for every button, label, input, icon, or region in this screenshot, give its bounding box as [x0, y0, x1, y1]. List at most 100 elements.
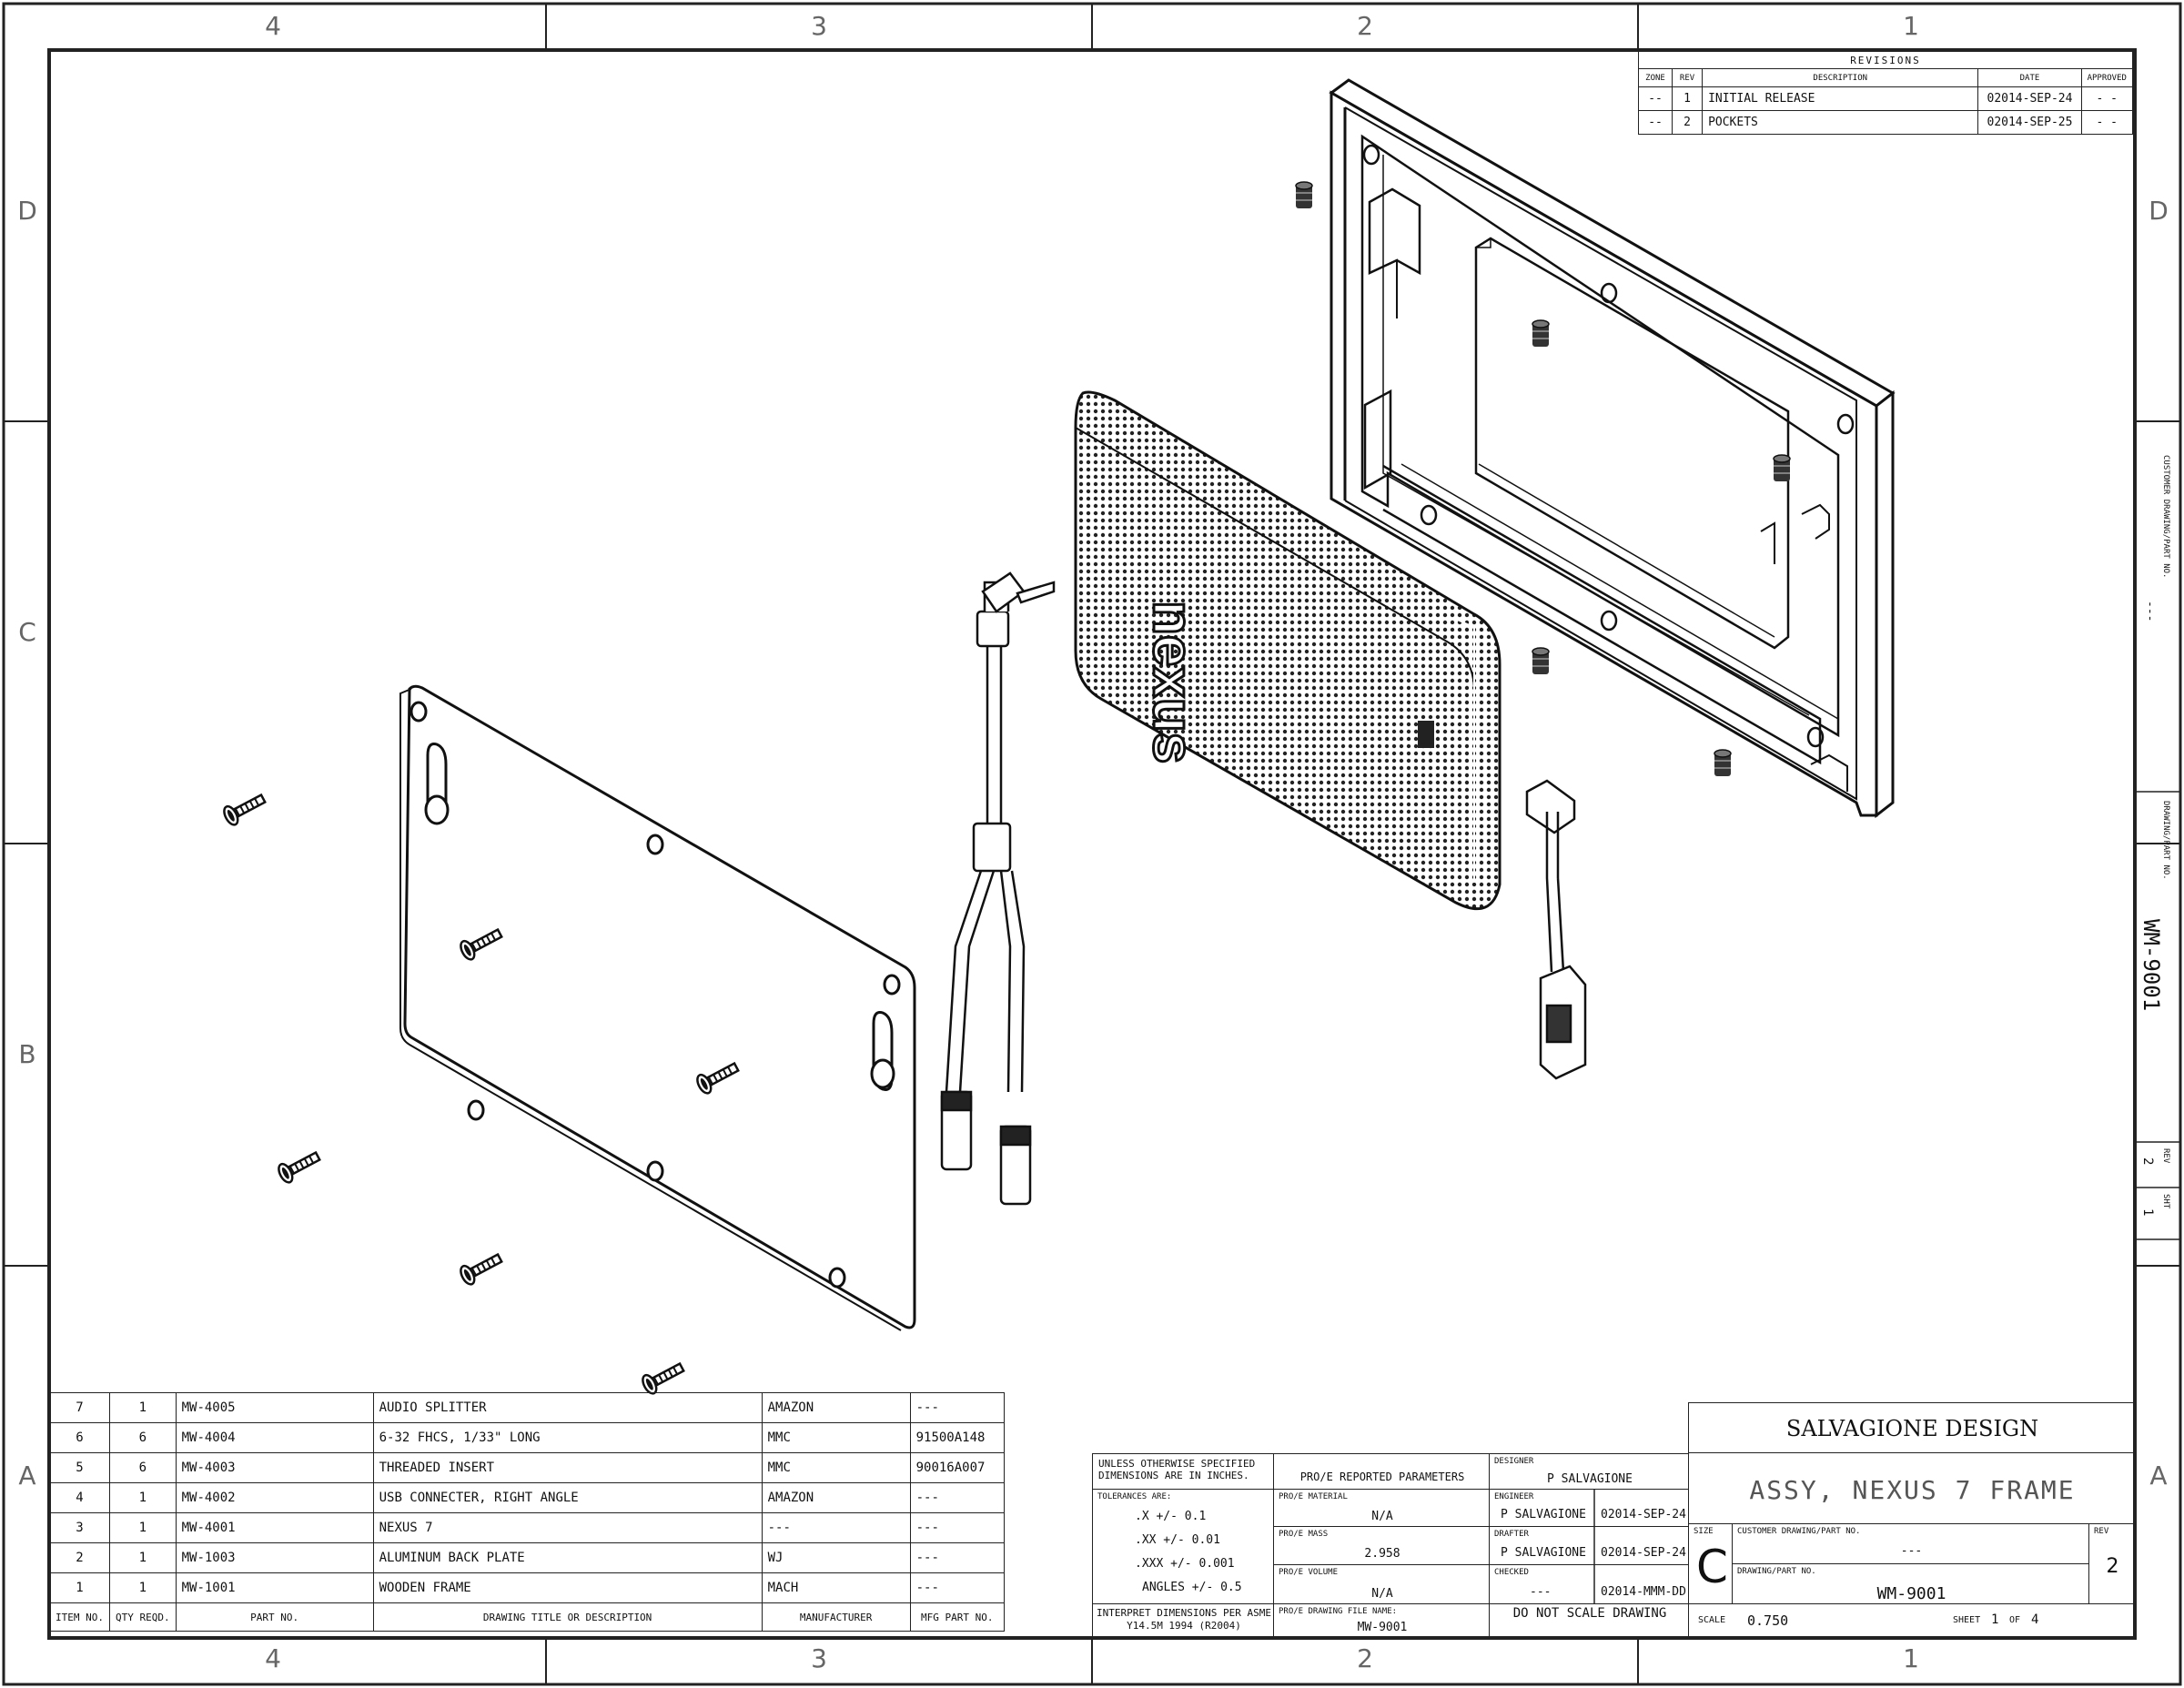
bom-part: MW-4005 [175, 1392, 374, 1423]
bom-item: 2 [49, 1542, 110, 1573]
bom-row: 2 1 MW-1003 ALUMINUM BACK PLATE WJ --- [49, 1542, 1006, 1573]
proe-params-cell: PRO/E REPORTED PARAMETERS [1273, 1453, 1490, 1490]
zone-col-2-bottom: 2 [1357, 1643, 1373, 1673]
rev-zone: -- [1637, 86, 1673, 111]
rev-header-description: DESCRIPTION [1702, 68, 1979, 87]
bom-mfg: --- [909, 1542, 1006, 1573]
file-value: MW-9001 [1357, 1621, 1408, 1634]
revision-row: -- 1 INITIAL RELEASE 02014-SEP-24 - - [1637, 86, 2134, 111]
scale-value: 0.750 [1747, 1612, 1789, 1629]
file-label: PRO/E DRAWING FILE NAME: [1279, 1607, 1398, 1616]
proe-params-text: PRO/E REPORTED PARAMETERS [1299, 1471, 1465, 1483]
bom-desc: THREADED INSERT [372, 1452, 763, 1483]
zone-col-4-bottom: 4 [265, 1643, 281, 1673]
rev-header-date: DATE [1977, 68, 2082, 87]
company-name: SALVAGIONE DESIGN [1785, 1416, 2039, 1441]
bom-row: 4 1 MW-4002 USB CONNECTER, RIGHT ANGLE A… [49, 1482, 1006, 1513]
company-cell: SALVAGIONE DESIGN [1688, 1402, 2135, 1453]
drafter-value: P SALVAGIONE [1501, 1546, 1586, 1560]
bom-desc: NEXUS 7 [372, 1512, 763, 1543]
bill-of-materials: 7 1 MW-4005 AUDIO SPLITTER AMAZON --- 6 … [49, 1392, 1006, 1632]
rev-header-rev: REV [1672, 68, 1704, 87]
bom-mfg: --- [909, 1572, 1006, 1603]
tol-xx: .XX +/- 0.01 [1135, 1533, 1220, 1547]
customer-part-label: CUSTOMER DRAWING/PART NO. [1737, 1527, 1861, 1536]
bom-header-qty: QTY REQD. [108, 1602, 177, 1632]
volume-cell: PRO/E VOLUME N/A [1273, 1564, 1490, 1604]
bom-part: MW-1001 [175, 1572, 374, 1603]
do-not-scale-text: DO NOT SCALE DRAWING [1512, 1606, 1667, 1621]
tolerances-cell: TOLERANCES ARE: .X +/- 0.1 .XX +/- 0.01 … [1092, 1489, 1274, 1604]
designer-label: DESIGNER [1494, 1457, 1534, 1466]
volume-label: PRO/E VOLUME [1279, 1568, 1339, 1577]
bom-desc: USB CONNECTER, RIGHT ANGLE [372, 1482, 763, 1513]
bom-part: MW-4003 [175, 1452, 374, 1483]
revisions-title: REVISIONS [1638, 51, 2133, 69]
bom-mfr: MACH [761, 1572, 911, 1603]
file-cell: PRO/E DRAWING FILE NAME: MW-9001 [1273, 1603, 1490, 1638]
zone-col-1-top: 1 [1903, 11, 1919, 41]
date-column-divider [1593, 1489, 1595, 1604]
bom-row: 3 1 MW-4001 NEXUS 7 --- --- [49, 1512, 1006, 1543]
bom-desc: AUDIO SPLITTER [372, 1392, 763, 1423]
bom-mfg: --- [909, 1392, 1006, 1423]
bom-qty: 1 [108, 1542, 177, 1573]
bom-row: 7 1 MW-4005 AUDIO SPLITTER AMAZON --- [49, 1392, 1006, 1423]
wooden-frame [1329, 78, 1896, 819]
designer-cell: DESIGNER P SALVAGIONE [1489, 1453, 1689, 1490]
bom-mfg: --- [909, 1482, 1006, 1513]
bom-qty: 6 [108, 1422, 177, 1453]
bom-mfg: --- [909, 1512, 1006, 1543]
rev-cell: REV 2 [2088, 1523, 2135, 1604]
bom-item: 3 [49, 1512, 110, 1543]
customer-part-cell: CUSTOMER DRAWING/PART NO. --- [1732, 1523, 2089, 1564]
rev-date: 02014-SEP-25 [1977, 110, 2082, 135]
customer-part-value: --- [1900, 1544, 1923, 1558]
material-label: PRO/E MATERIAL [1279, 1492, 1348, 1501]
rev-zone: -- [1637, 110, 1673, 135]
bom-item: 4 [49, 1482, 110, 1513]
drawing-title: ASSY, NEXUS 7 FRAME [1749, 1475, 2076, 1505]
drawing-number-value: WM-9001 [1876, 1584, 1946, 1603]
bom-desc: WOODEN FRAME [372, 1572, 763, 1603]
mass-label: PRO/E MASS [1279, 1530, 1329, 1539]
audio-splitter [940, 571, 1056, 1206]
zone-col-1-bottom: 1 [1903, 1643, 1919, 1673]
size-cell: SIZE C [1688, 1523, 1733, 1604]
rev-approved: - - [2080, 86, 2134, 111]
bom-header-mfr: MANUFACTURER [761, 1602, 911, 1632]
bom-header-mfg: MFG PART NO. [909, 1602, 1006, 1632]
bom-qty: 6 [108, 1452, 177, 1483]
bom-mfg: 90016A007 [909, 1452, 1006, 1483]
drawing-title-cell: ASSY, NEXUS 7 FRAME [1688, 1452, 2135, 1524]
nexus-logo: nexus [1141, 601, 1204, 763]
do-not-scale-cell: DO NOT SCALE DRAWING [1489, 1603, 1689, 1638]
bom-mfr: AMAZON [761, 1482, 911, 1513]
rev-label: REV [2094, 1527, 2109, 1536]
bom-mfr: MMC [761, 1422, 911, 1453]
interpret-text: INTERPRET DIMENSIONS PER ASME Y14.5M 199… [1096, 1607, 1272, 1632]
engineer-label: ENGINEER [1494, 1492, 1534, 1501]
rev-description: INITIAL RELEASE [1702, 86, 1979, 111]
rev-value: 2 [2106, 1555, 2119, 1578]
nexus-7-tablet [1074, 390, 1502, 911]
engineer-date: 02014-SEP-24 [1601, 1508, 1686, 1521]
bom-part: MW-4004 [175, 1422, 374, 1453]
bom-part: MW-4001 [175, 1512, 374, 1543]
sheet-value: 1 [1991, 1612, 1999, 1627]
bom-header-desc: DRAWING TITLE OR DESCRIPTION [372, 1602, 763, 1632]
bom-item: 7 [49, 1392, 110, 1423]
checked-date: 02014-MMM-DD [1601, 1585, 1686, 1599]
material-cell: PRO/E MATERIAL N/A [1273, 1489, 1490, 1527]
drafter-date: 02014-SEP-24 [1601, 1546, 1686, 1560]
bom-item: 1 [49, 1572, 110, 1603]
bom-header-item: ITEM NO. [49, 1602, 110, 1632]
designer-value: P SALVAGIONE [1547, 1472, 1633, 1486]
unless-text: UNLESS OTHERWISE SPECIFIED DIMENSIONS AR… [1098, 1458, 1256, 1481]
revision-row: -- 2 POCKETS 02014-SEP-25 - - [1637, 110, 2134, 135]
bom-qty: 1 [108, 1392, 177, 1423]
zone-col-3-bottom: 3 [811, 1643, 827, 1673]
sheet-label: SHEET [1953, 1615, 1981, 1625]
bom-header-row: ITEM NO. QTY REQD. PART NO. DRAWING TITL… [49, 1602, 1006, 1632]
